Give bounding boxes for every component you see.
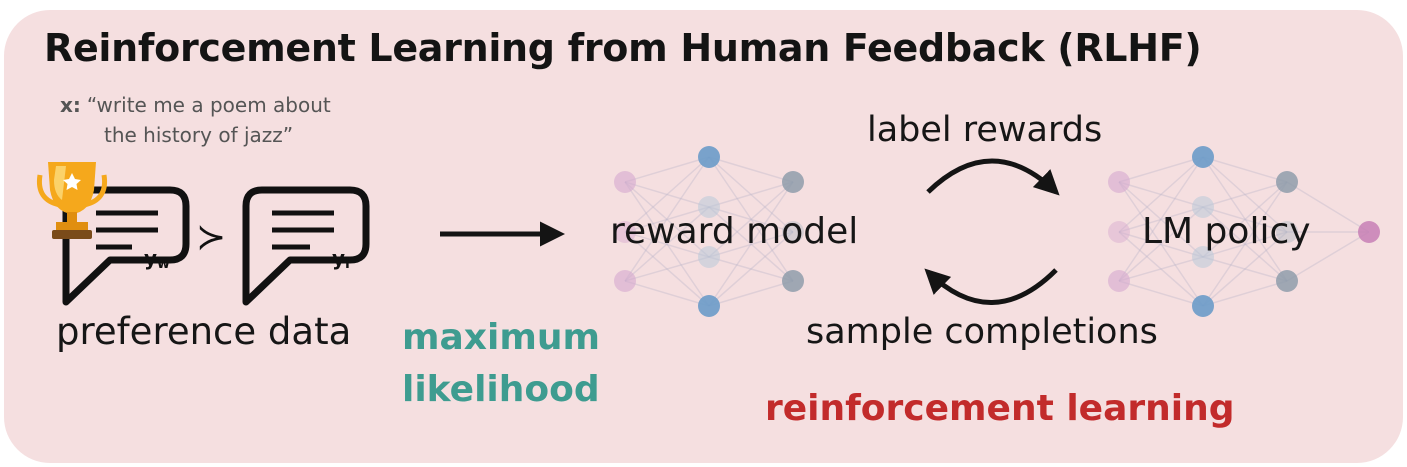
loser-label: yl xyxy=(332,246,350,272)
network-edge xyxy=(1118,206,1204,282)
network-edge xyxy=(1202,256,1288,282)
label-rewards-arrow xyxy=(926,158,1060,196)
network-edge xyxy=(708,181,794,258)
network-edge xyxy=(708,231,794,307)
network-edge xyxy=(1118,206,1204,233)
lm-policy-network xyxy=(1108,146,1380,317)
network-edge xyxy=(1202,206,1288,233)
network-edge xyxy=(1118,156,1204,282)
network-edge xyxy=(1202,181,1288,258)
network-edge xyxy=(624,231,710,258)
network-edge xyxy=(708,231,794,258)
network-edge xyxy=(1118,256,1204,282)
network-edge xyxy=(624,206,710,282)
network-edge xyxy=(1202,156,1288,282)
network-edge xyxy=(1118,280,1204,307)
network-edge xyxy=(1202,181,1288,208)
network-node xyxy=(1108,270,1130,292)
network-node xyxy=(1108,221,1130,243)
preference-data-caption: preference data xyxy=(56,310,352,353)
network-edge xyxy=(1118,231,1204,258)
diagram-title: Reinforcement Learning from Human Feedba… xyxy=(44,26,1202,70)
prompt-text: x:“write me a poem about the history of … xyxy=(60,90,331,150)
winner-label: yw xyxy=(144,246,170,272)
network-edge xyxy=(708,206,794,233)
lm-policy-label: LM policy xyxy=(1142,211,1311,252)
trophy-icon xyxy=(36,162,108,239)
network-node xyxy=(698,295,720,317)
network-node xyxy=(1192,146,1214,168)
network-edge xyxy=(1202,231,1288,307)
reward-model-label: reward model xyxy=(610,211,859,252)
network-edge xyxy=(624,156,710,183)
network-node xyxy=(1192,295,1214,317)
network-edge xyxy=(708,280,794,307)
maximum-likelihood-line-2: likelihood xyxy=(402,369,600,410)
sample-completions-arrow xyxy=(924,268,1058,305)
network-edge xyxy=(1202,231,1288,258)
network-edge xyxy=(624,181,710,258)
preference-comparison-symbol: ≻ xyxy=(196,217,226,258)
network-edge xyxy=(1118,181,1204,208)
network-edge xyxy=(624,280,710,307)
network-node xyxy=(782,171,804,193)
network-edge xyxy=(1118,231,1204,307)
network-edge xyxy=(1118,181,1204,307)
network-node xyxy=(1108,171,1130,193)
network-edge xyxy=(1118,181,1204,258)
network-edge xyxy=(1118,156,1204,183)
network-node xyxy=(1192,196,1214,218)
network-node xyxy=(614,270,636,292)
network-edge xyxy=(624,206,710,233)
network-node xyxy=(698,246,720,268)
network-node xyxy=(614,221,636,243)
network-edge xyxy=(1286,181,1370,233)
network-edge xyxy=(624,181,710,208)
network-edge xyxy=(708,256,794,282)
network-edge xyxy=(624,156,710,282)
label-rewards-text: label rewards xyxy=(867,110,1103,150)
prompt-prefix: x: xyxy=(60,93,81,117)
network-node xyxy=(782,270,804,292)
network-node xyxy=(614,171,636,193)
reinforcement-learning-label: reinforcement learning xyxy=(765,388,1235,429)
sample-completions-text: sample completions xyxy=(806,312,1158,352)
network-edge xyxy=(1202,280,1288,307)
network-edge xyxy=(708,181,794,307)
network-edge xyxy=(1202,181,1288,307)
diagram-panel xyxy=(4,10,1403,463)
loser-response-bubble: yl xyxy=(242,186,370,306)
network-node xyxy=(698,146,720,168)
network-node xyxy=(698,196,720,218)
network-node xyxy=(782,221,804,243)
maximum-likelihood-line-1: maximum xyxy=(402,317,601,358)
winner-response-bubble: yw xyxy=(62,186,190,306)
network-edge xyxy=(708,181,794,208)
maximum-likelihood-label: maximum likelihood xyxy=(402,312,600,416)
reward-model-network xyxy=(614,146,804,317)
network-node xyxy=(1276,270,1298,292)
network-edge xyxy=(1118,156,1204,233)
network-edge xyxy=(624,231,710,307)
network-edge xyxy=(624,156,710,233)
network-node xyxy=(1276,221,1298,243)
network-edge xyxy=(1286,231,1370,282)
prompt-line-2: the history of jazz” xyxy=(104,123,294,147)
network-edge xyxy=(708,156,794,183)
network-edge xyxy=(708,156,794,233)
network-edge xyxy=(1202,156,1288,233)
prompt-line-1: “write me a poem about xyxy=(86,93,331,117)
network-edge xyxy=(624,256,710,282)
network-edge xyxy=(1202,156,1288,183)
network-edge xyxy=(708,156,794,282)
network-edge xyxy=(624,181,710,307)
network-node xyxy=(1192,246,1214,268)
network-node xyxy=(1276,171,1298,193)
network-node xyxy=(1358,221,1380,243)
network-edge xyxy=(1202,206,1288,282)
network-edge xyxy=(708,206,794,282)
